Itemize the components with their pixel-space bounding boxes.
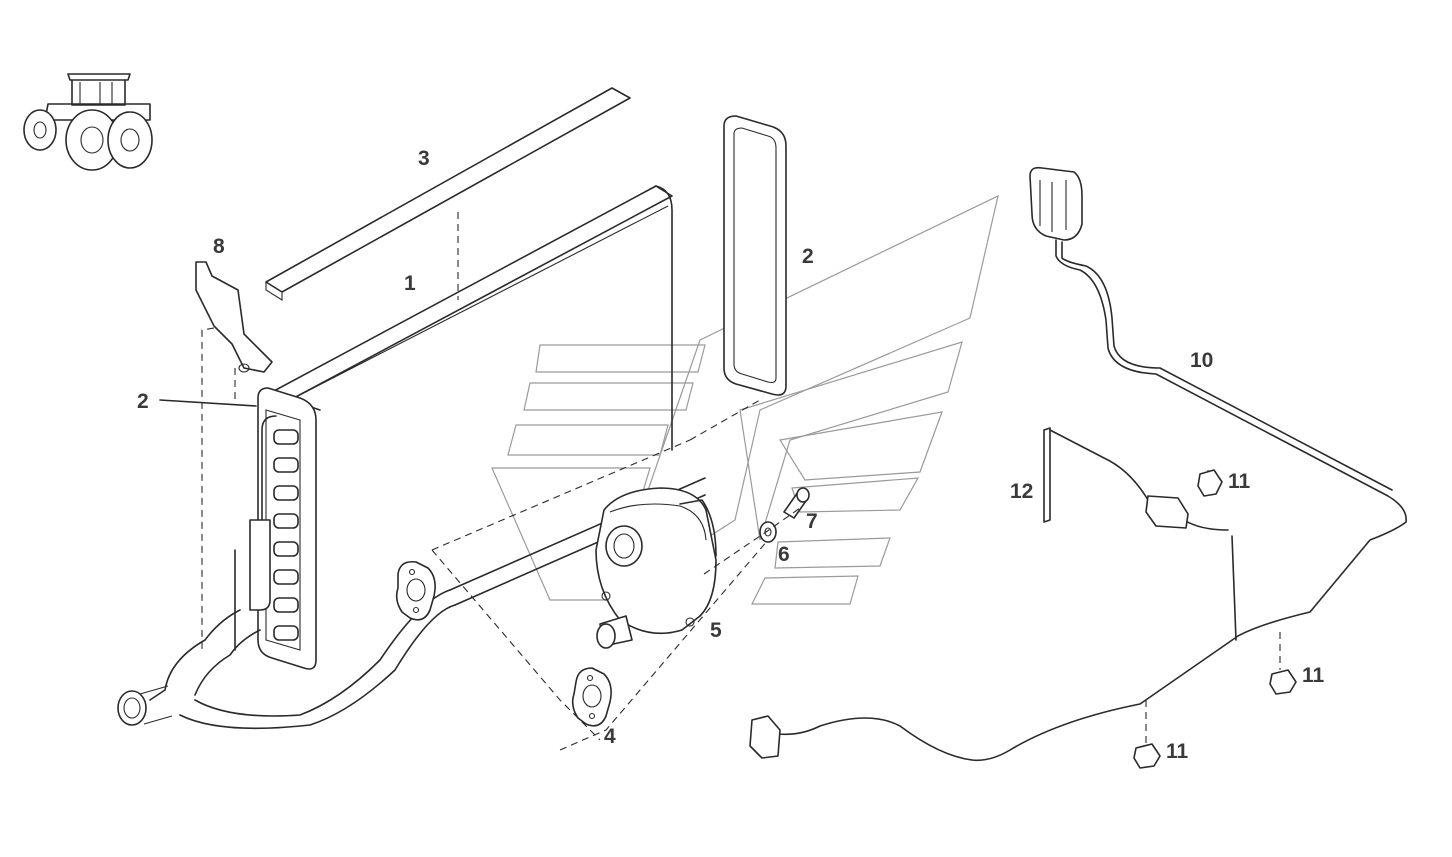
label-10: 10: [1190, 349, 1213, 372]
label-4: 4: [604, 725, 616, 748]
seal-strip-3[interactable]: [265, 87, 631, 301]
label-2-left-seal: 2: [137, 390, 149, 413]
water-pump-5[interactable]: [595, 487, 717, 649]
label-7: 7: [806, 510, 818, 533]
label-3: 3: [418, 147, 430, 170]
label-1: 1: [404, 272, 416, 295]
label-2-heater-seal: 2: [802, 245, 814, 268]
label-11-c: 11: [1166, 740, 1189, 763]
clip-11-b[interactable]: [1269, 669, 1297, 695]
gasket-4-upper[interactable]: [395, 560, 436, 621]
label-5: 5: [710, 619, 722, 642]
washer-6[interactable]: [759, 521, 777, 543]
tractor-thumbnail-icon: [23, 73, 153, 171]
callout-labels: 1 2 2 3 4 5 6 7 8 10 11 11 11 12: [137, 147, 1325, 763]
clip-11-a[interactable]: [1197, 469, 1223, 497]
label-8: 8: [213, 235, 225, 258]
gasket-4-lower[interactable]: [571, 667, 612, 727]
core-tube-stubs: [273, 429, 299, 641]
sensor-12[interactable]: [1043, 427, 1189, 529]
label-11-b: 11: [1302, 664, 1325, 687]
heater-core-1[interactable]: [234, 185, 673, 670]
frame-seal-2[interactable]: [723, 115, 787, 396]
screw-7[interactable]: [783, 487, 810, 519]
bracket-8[interactable]: [195, 261, 273, 373]
assembly-dashed-lines: [201, 212, 1281, 751]
heater-seal-left-2[interactable]: [159, 399, 257, 407]
label-6: 6: [778, 543, 790, 566]
wiring-harness-10[interactable]: [749, 166, 1407, 762]
label-12: 12: [1010, 480, 1033, 503]
label-11-a: 11: [1228, 470, 1251, 493]
clip-11-c[interactable]: [1133, 743, 1161, 769]
